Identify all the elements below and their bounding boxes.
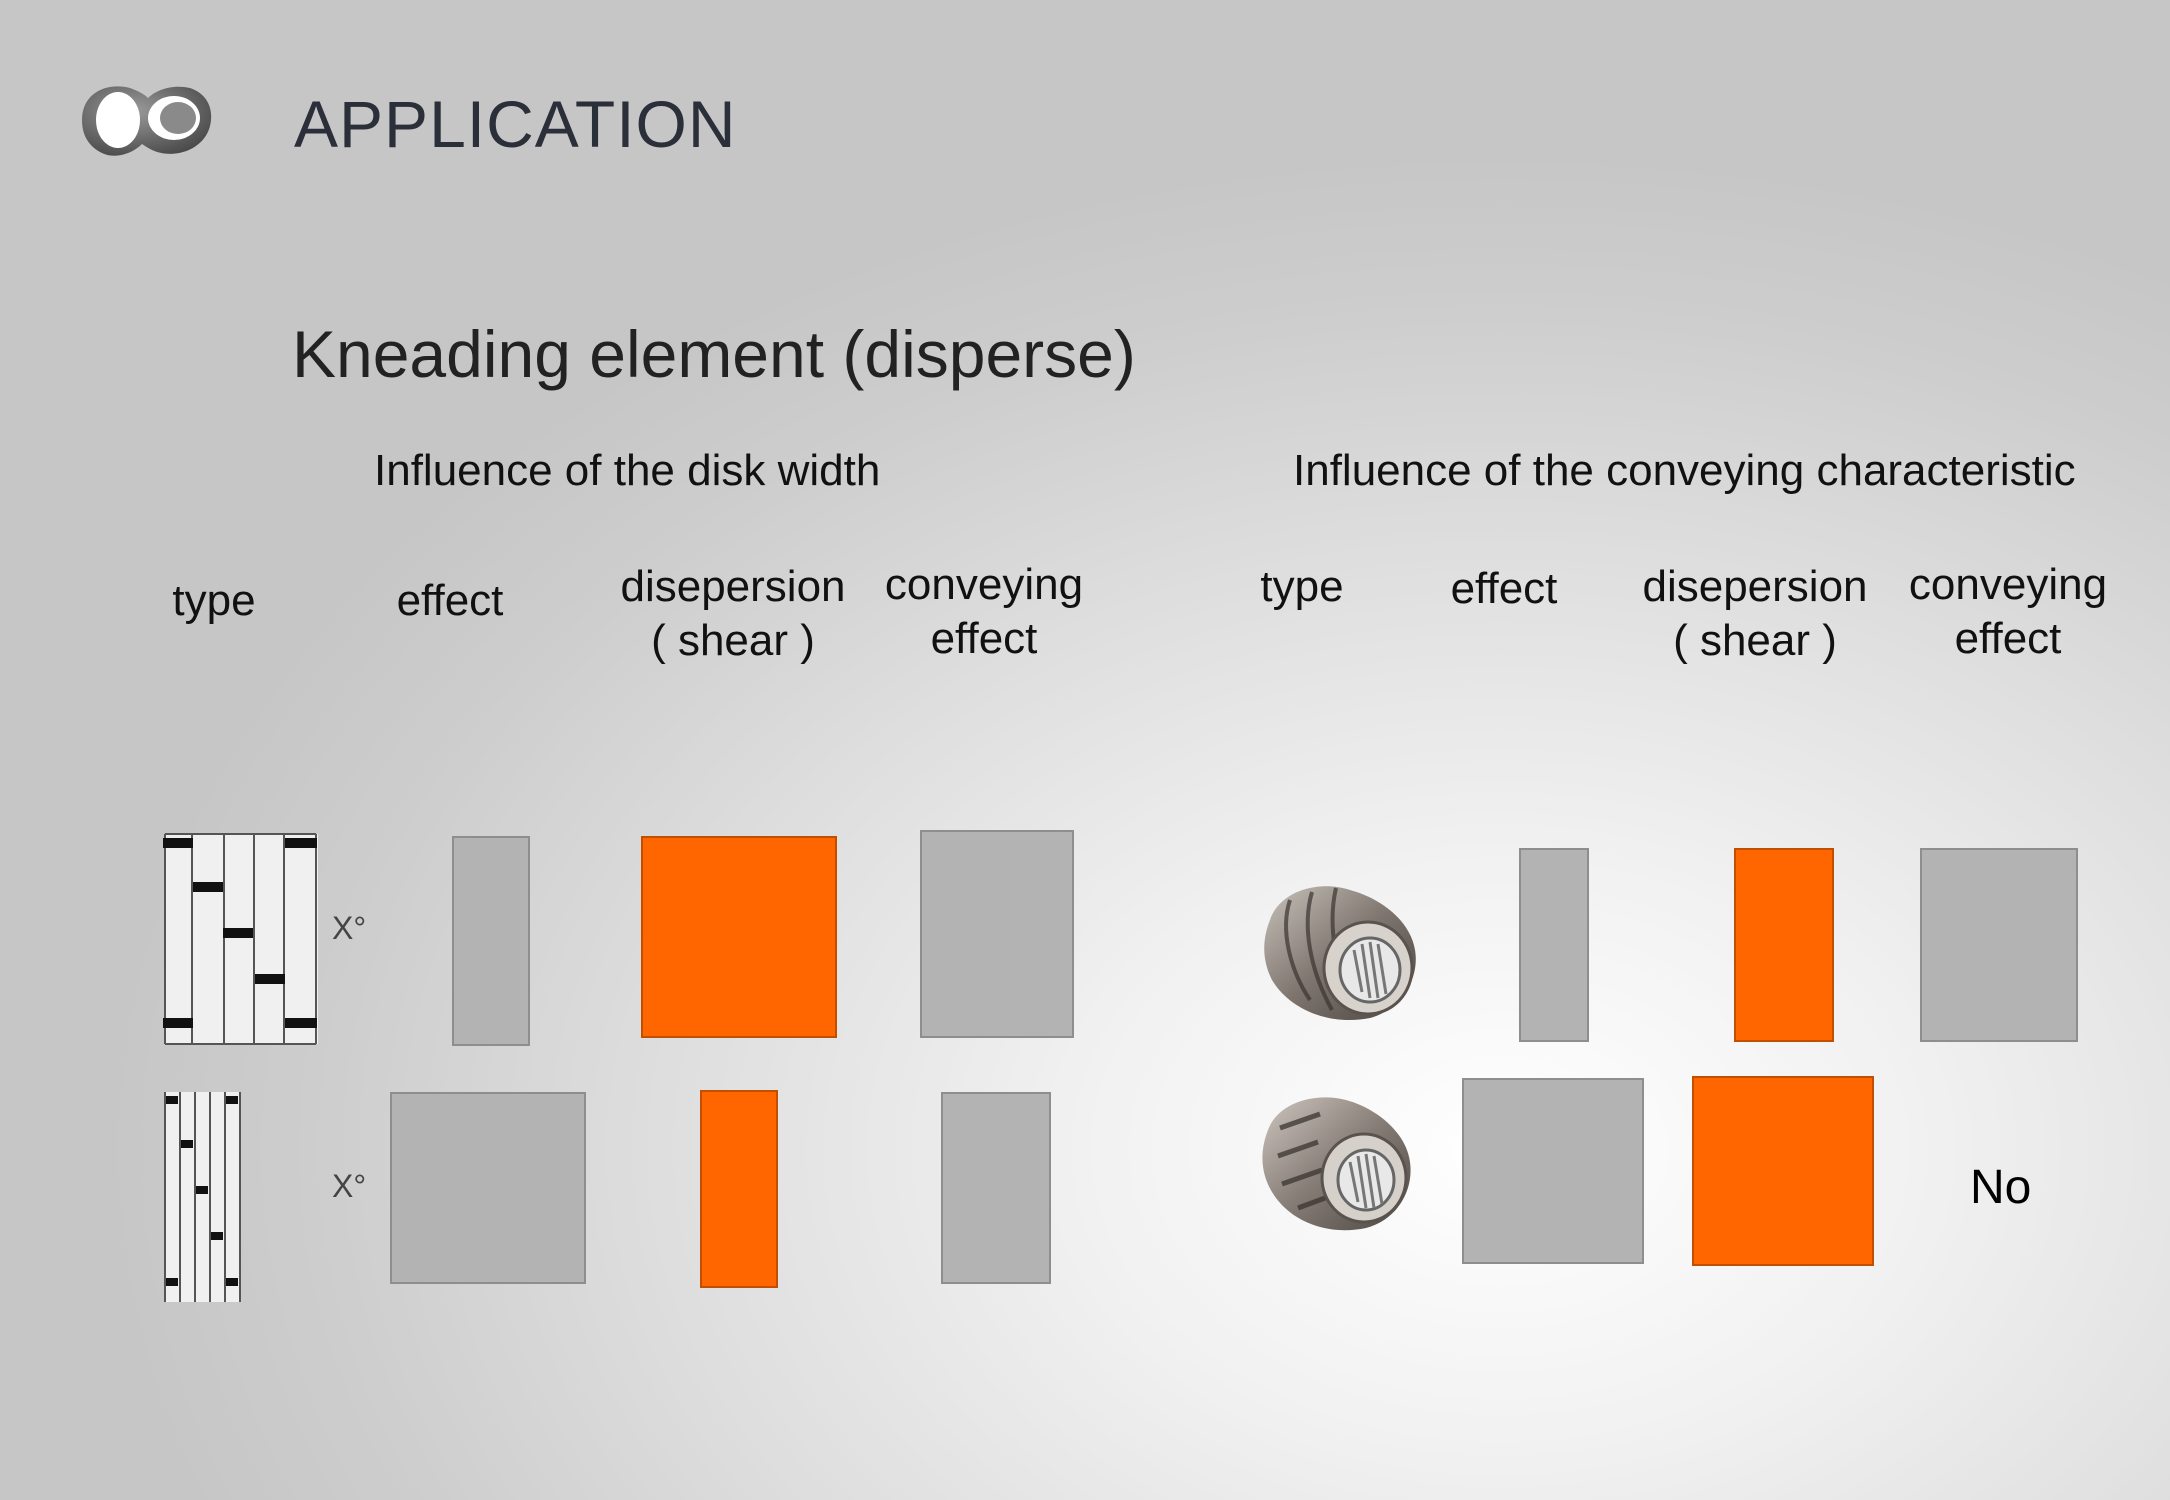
right-col-dispersion-line1: disepersion (1642, 562, 1868, 611)
right-col-conveying: conveying effect (1898, 558, 2118, 666)
right-row2-conveying-text: No (1970, 1161, 2032, 1214)
row1-angle-label: X° (332, 910, 367, 946)
right-col-effect: effect (1450, 564, 1558, 613)
wide-disk-diagram-icon (162, 832, 322, 1046)
left-col-conveying-line2: effect (930, 614, 1038, 663)
left-row1-dispersion-bar (641, 836, 837, 1038)
left-col-conveying-line1: conveying (884, 560, 1084, 609)
left-col-type: type (172, 576, 256, 625)
left-col-conveying: conveying effect (874, 558, 1094, 666)
right-col-conveying-line1: conveying (1908, 560, 2108, 609)
helical-kneading-element-icon (1250, 870, 1430, 1030)
right-col-dispersion-line2: ( shear ) (1673, 616, 1837, 665)
right-row1-dispersion-bar (1734, 848, 1834, 1042)
right-section-title: Influence of the conveying characteristi… (1293, 446, 2076, 495)
left-col-dispersion-line2: ( shear ) (651, 616, 815, 665)
right-row1-conveying-bar (1920, 848, 2078, 1042)
app-title: APPLICATION (294, 87, 737, 161)
left-row2-effect-bar (390, 1092, 586, 1284)
left-col-effect: effect (396, 576, 504, 625)
right-col-dispersion: disepersion ( shear ) (1628, 560, 1882, 668)
left-col-dispersion: disepersion ( shear ) (606, 560, 860, 668)
left-col-dispersion-line1: disepersion (620, 562, 846, 611)
narrow-disk-diagram-icon (162, 1090, 244, 1304)
left-row1-conveying-bar (920, 830, 1074, 1038)
left-section-title: Influence of the disk width (374, 446, 881, 495)
left-row2-dispersion-bar (700, 1090, 778, 1288)
neutral-kneading-element-icon (1250, 1084, 1420, 1240)
right-row1-effect-bar (1519, 848, 1589, 1042)
right-col-type: type (1260, 562, 1344, 611)
row2-angle-label: X° (332, 1168, 367, 1204)
main-heading: Kneading element (disperse) (292, 317, 1136, 391)
left-row2-conveying-bar (941, 1092, 1051, 1284)
right-row2-effect-bar (1462, 1078, 1644, 1264)
right-col-conveying-line2: effect (1954, 614, 2062, 663)
twin-screw-logo-icon (74, 78, 214, 162)
left-row1-effect-bar (452, 836, 530, 1046)
right-row2-dispersion-bar (1692, 1076, 1874, 1266)
